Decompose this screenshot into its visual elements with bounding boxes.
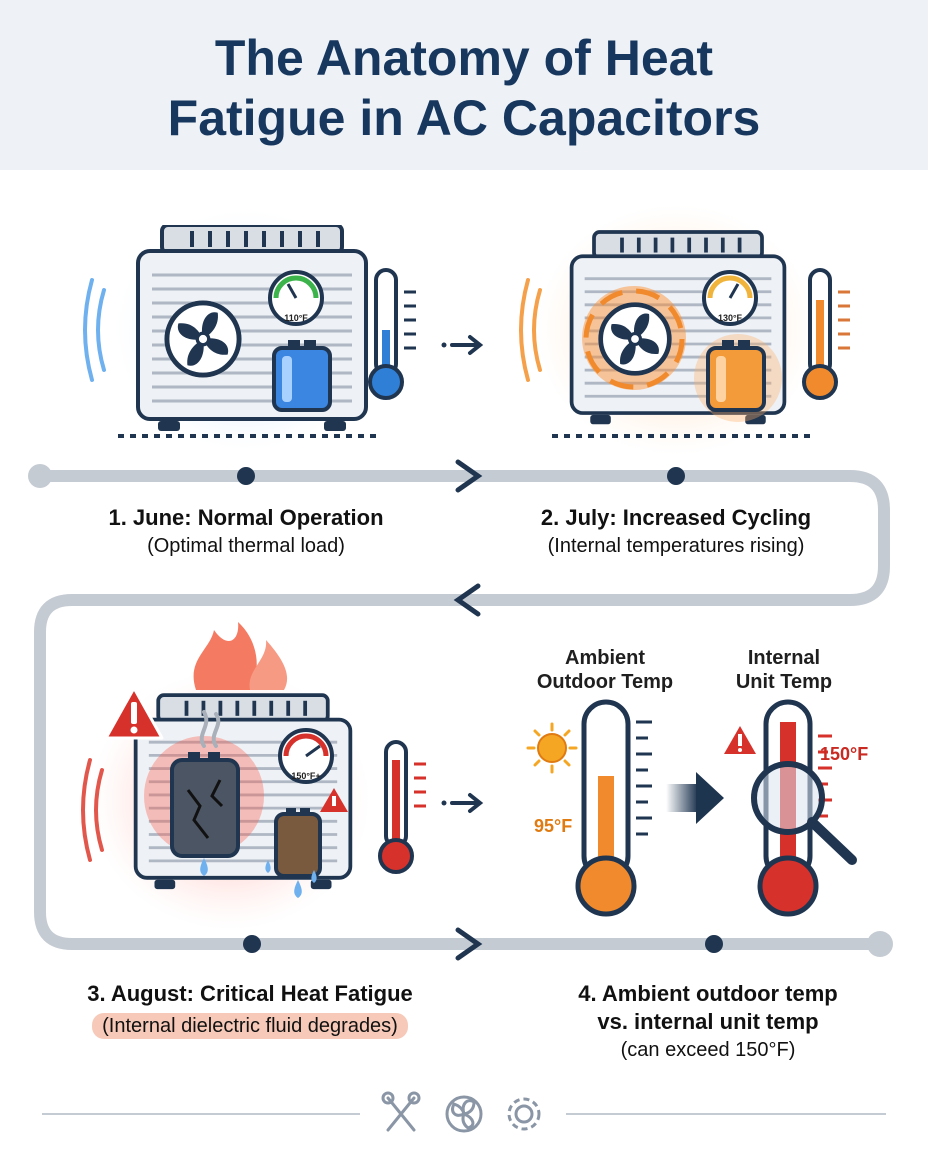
gauge-icon: 110°F bbox=[268, 270, 324, 326]
stage-arrow-1 bbox=[450, 335, 484, 355]
flow-track bbox=[28, 459, 893, 961]
sun-icon bbox=[526, 722, 578, 774]
track-node-compare bbox=[705, 935, 723, 953]
ambient-label-line-2: Outdoor Temp bbox=[536, 671, 674, 693]
ambient-label: Ambient Outdoor Temp bbox=[512, 646, 698, 694]
tools-icon bbox=[381, 1091, 421, 1132]
ambient-label-line-1: Ambient bbox=[565, 647, 645, 669]
internal-value: 150°F bbox=[820, 744, 869, 764]
step-3-subtitle: (Internal dielectric fluid degrades) bbox=[92, 1013, 408, 1039]
thermometer-icon bbox=[368, 268, 416, 400]
step-4-caption: 4. Ambient outdoor temp vs. internal uni… bbox=[496, 980, 920, 1064]
warning-icon bbox=[104, 686, 164, 740]
smoke-icon bbox=[199, 710, 221, 748]
title-line-1: The Anatomy of Heat bbox=[214, 30, 714, 86]
gauge-reading-warm: 130°F bbox=[718, 313, 743, 323]
capacitor-icon bbox=[272, 340, 332, 412]
track-node-july bbox=[667, 467, 685, 485]
stage-august-illustration: 150°F+ bbox=[81, 622, 426, 930]
gauge-reading: 110°F bbox=[284, 313, 308, 323]
stage-arrow-2 bbox=[450, 793, 484, 813]
stage-july-illustration: 130°F bbox=[519, 205, 850, 455]
fan-icon-hot bbox=[601, 305, 670, 374]
ambient-value: 95°F bbox=[534, 816, 573, 836]
track-arrow-2 bbox=[453, 583, 481, 617]
gear-icon bbox=[507, 1097, 541, 1131]
magnifier-icon bbox=[751, 761, 857, 865]
gauge-icon-hot: 150°F+ bbox=[278, 728, 334, 784]
step-3-title: 3. August: Critical Heat Fatigue bbox=[87, 981, 413, 1006]
step-4-subtitle: (can exceed 150°F) bbox=[620, 1039, 796, 1061]
step-4-title-line-2: vs. internal unit temp bbox=[597, 1009, 819, 1034]
warning-icon-internal bbox=[724, 726, 756, 754]
track-arrow-3 bbox=[455, 927, 483, 961]
capacitor-icon-cracked bbox=[170, 752, 240, 876]
step-1-caption: 1. June: Normal Operation (Optimal therm… bbox=[40, 504, 452, 560]
gauge-icon-warm: 130°F bbox=[702, 270, 758, 326]
thermometer-icon-hot bbox=[378, 740, 426, 874]
internal-label-line-2: Unit Temp bbox=[735, 671, 833, 693]
step-1-title: 1. June: Normal Operation bbox=[108, 505, 384, 530]
stage-june-illustration: 110°F bbox=[83, 210, 416, 450]
step-2-caption: 2. July: Increased Cycling (Internal tem… bbox=[470, 504, 882, 560]
gauge-reading-hot: 150°F+ bbox=[291, 771, 320, 781]
thermometer-icon-warm bbox=[802, 268, 850, 400]
track-node-august bbox=[243, 935, 261, 953]
internal-label-line-1: Internal bbox=[747, 647, 821, 669]
header-band bbox=[0, 0, 928, 170]
fan-icon bbox=[167, 303, 239, 375]
track-start-node bbox=[28, 464, 52, 488]
page-title: The Anatomy of Heat Fatigue in AC Capaci… bbox=[0, 28, 928, 148]
step-3-caption: 3. August: Critical Heat Fatigue (Intern… bbox=[40, 980, 460, 1040]
footer bbox=[42, 1091, 886, 1133]
track-node-june bbox=[237, 467, 255, 485]
capacitor-icon-warm bbox=[694, 334, 782, 422]
warning-icon-small bbox=[320, 788, 348, 812]
step-2-title: 2. July: Increased Cycling bbox=[540, 505, 812, 530]
capacitor-icon-leaking bbox=[265, 808, 322, 898]
ambient-thermometer-icon bbox=[575, 699, 652, 917]
title-line-2: Fatigue in AC Capacitors bbox=[167, 90, 761, 146]
fan-icon-footer bbox=[445, 1095, 483, 1133]
step-4-title-line-1: 4. Ambient outdoor temp bbox=[578, 981, 838, 1006]
step-1-subtitle: (Optimal thermal load) bbox=[147, 535, 345, 557]
internal-label: Internal Unit Temp bbox=[706, 646, 862, 694]
track-end-node bbox=[867, 931, 893, 957]
comparison-arrow bbox=[666, 772, 724, 824]
comparison-illustration bbox=[526, 699, 857, 917]
step-2-subtitle: (Internal temperatures rising) bbox=[547, 535, 805, 557]
track-arrow-1 bbox=[455, 459, 483, 493]
